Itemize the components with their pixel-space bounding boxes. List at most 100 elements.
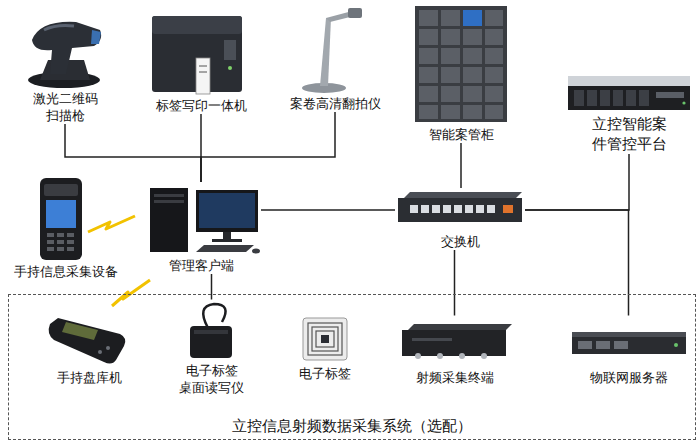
rack-server-part-part: [600, 90, 610, 106]
desktop-pc-part: [199, 193, 255, 228]
iot-server-part-part: [596, 341, 610, 349]
device-label: 物联网服务器: [590, 369, 668, 386]
network-switch-part-part: [487, 205, 495, 213]
handheld-collector-part-part: [67, 240, 74, 244]
smart-cabinet-part-part: [485, 105, 503, 119]
device-label: 管理客户端: [169, 257, 234, 274]
rack-server-part: [682, 101, 685, 104]
handheld-inventory-reader-part: [62, 322, 98, 340]
handheld-collector-part-part: [57, 240, 64, 244]
network-switch-part-part: [476, 205, 484, 213]
wireless-signal-part: [112, 280, 150, 306]
smart-cabinet-part-part: [419, 29, 438, 45]
smart-cabinet-part-part: [419, 67, 438, 83]
document-camera-part: [320, 18, 331, 86]
region-title: 立控信息射频数据采集系统（选配）: [9, 416, 695, 436]
label-printer-part: [224, 40, 236, 60]
connector-line: [65, 124, 201, 182]
desktop-pc-part: [196, 190, 258, 232]
rfid-tag-part: [303, 318, 347, 360]
device-node: 激光二维码 扫描枪: [18, 12, 112, 124]
smart-cabinet: [415, 6, 507, 122]
rfid-tag-part: [316, 331, 334, 347]
barcode-scanner-part: [91, 30, 101, 44]
rf-terminal-part-part: [459, 353, 465, 359]
iot-server-part: [578, 341, 628, 349]
desktop-pc-part: [223, 232, 231, 240]
iot-server-part: [572, 332, 686, 337]
smart-cabinet-part-part: [463, 67, 482, 83]
iot-server-part: [674, 343, 678, 347]
smart-cabinet-part-part: [441, 10, 460, 26]
connector-line: [201, 112, 335, 182]
rack-server-part-part: [639, 90, 649, 106]
document-camera-part: [348, 8, 362, 18]
desktop-pc-part: [252, 249, 260, 254]
desktop-tag-reader-part: [190, 326, 232, 358]
handheld-collector-part-part: [57, 233, 64, 237]
smart-cabinet-part-part: [419, 10, 438, 26]
smart-cabinet-part-part: [463, 29, 482, 45]
rfid-tag-part: [312, 327, 338, 351]
rack-server-part: [574, 90, 649, 106]
handheld-inventory-reader-part: [49, 318, 126, 364]
barcode-scanner-part: [44, 26, 74, 31]
desktop-tag-reader: [190, 304, 232, 358]
connector-line: [525, 210, 629, 316]
device-label: 激光二维码 扫描枪: [18, 90, 112, 124]
handheld-collector-part-part: [67, 233, 74, 237]
rack-server: [568, 76, 690, 110]
smart-cabinet-part-part: [485, 29, 503, 45]
rack-server-part: [568, 76, 690, 110]
handheld-collector-part-part: [47, 240, 54, 244]
smart-cabinet-part-part: [463, 86, 482, 102]
smart-cabinet-part-part: [463, 48, 482, 64]
smart-cabinet-part: [415, 6, 507, 122]
rf-terminal-part-part: [437, 353, 443, 359]
desktop-pc: [150, 188, 260, 254]
device-node: 标签写印一体机: [145, 8, 257, 114]
connector-line: [525, 154, 629, 210]
smart-cabinet-part-part: [463, 105, 482, 119]
smart-cabinet-part-part: [485, 48, 503, 64]
rf-terminal-part-part: [415, 353, 421, 359]
device-label: 射频采集终端: [416, 369, 494, 386]
network-switch: [398, 192, 522, 222]
label-printer-part: [199, 72, 207, 73]
rf-terminal-part: [415, 353, 487, 359]
smart-cabinet-part-part: [419, 48, 438, 64]
label-printer-part: [199, 66, 207, 67]
connector-line: [211, 274, 213, 300]
smart-cabinet-part-part: [441, 29, 460, 45]
device-label: 智能案管柜: [429, 126, 494, 143]
rfid-tag: [303, 318, 347, 360]
smart-cabinet-part-part: [485, 10, 503, 26]
connector-line: [261, 209, 395, 211]
barcode-scanner: [28, 22, 101, 88]
device-label: 电子标签: [299, 365, 351, 382]
handheld-inventory-reader: [49, 318, 126, 364]
device-node: 智能案管柜: [410, 4, 512, 143]
device-node: 射频采集终端: [395, 316, 515, 386]
smart-cabinet-part-part: [419, 86, 438, 102]
smart-cabinet-part-part: [441, 67, 460, 83]
network-switch-part-part: [421, 205, 429, 213]
network-switch-part-part: [410, 205, 418, 213]
handheld-collector-part: [44, 184, 78, 196]
platform-node: 立控智能案 件管控平台: [563, 70, 695, 154]
network-switch-part-part: [465, 205, 473, 213]
barcode-scanner-part: [32, 22, 101, 74]
device-node: 手持信息采集设备: [10, 170, 122, 280]
rf-terminal-part: [402, 330, 506, 356]
wireless-signal: [88, 216, 150, 306]
desktop-tag-reader-part: [203, 304, 225, 328]
device-node: 电子标签: [290, 314, 360, 382]
label-printer-part: [152, 16, 242, 34]
label-printer: [152, 16, 242, 94]
device-node: 交换机: [395, 188, 525, 250]
device-node: 管理客户端: [141, 182, 261, 274]
desktop-pc-part: [196, 245, 254, 252]
handheld-collector-part-part: [67, 247, 74, 251]
device-node: 案卷高清翻拍仪: [283, 4, 387, 112]
smart-cabinet-part-part: [485, 86, 503, 102]
